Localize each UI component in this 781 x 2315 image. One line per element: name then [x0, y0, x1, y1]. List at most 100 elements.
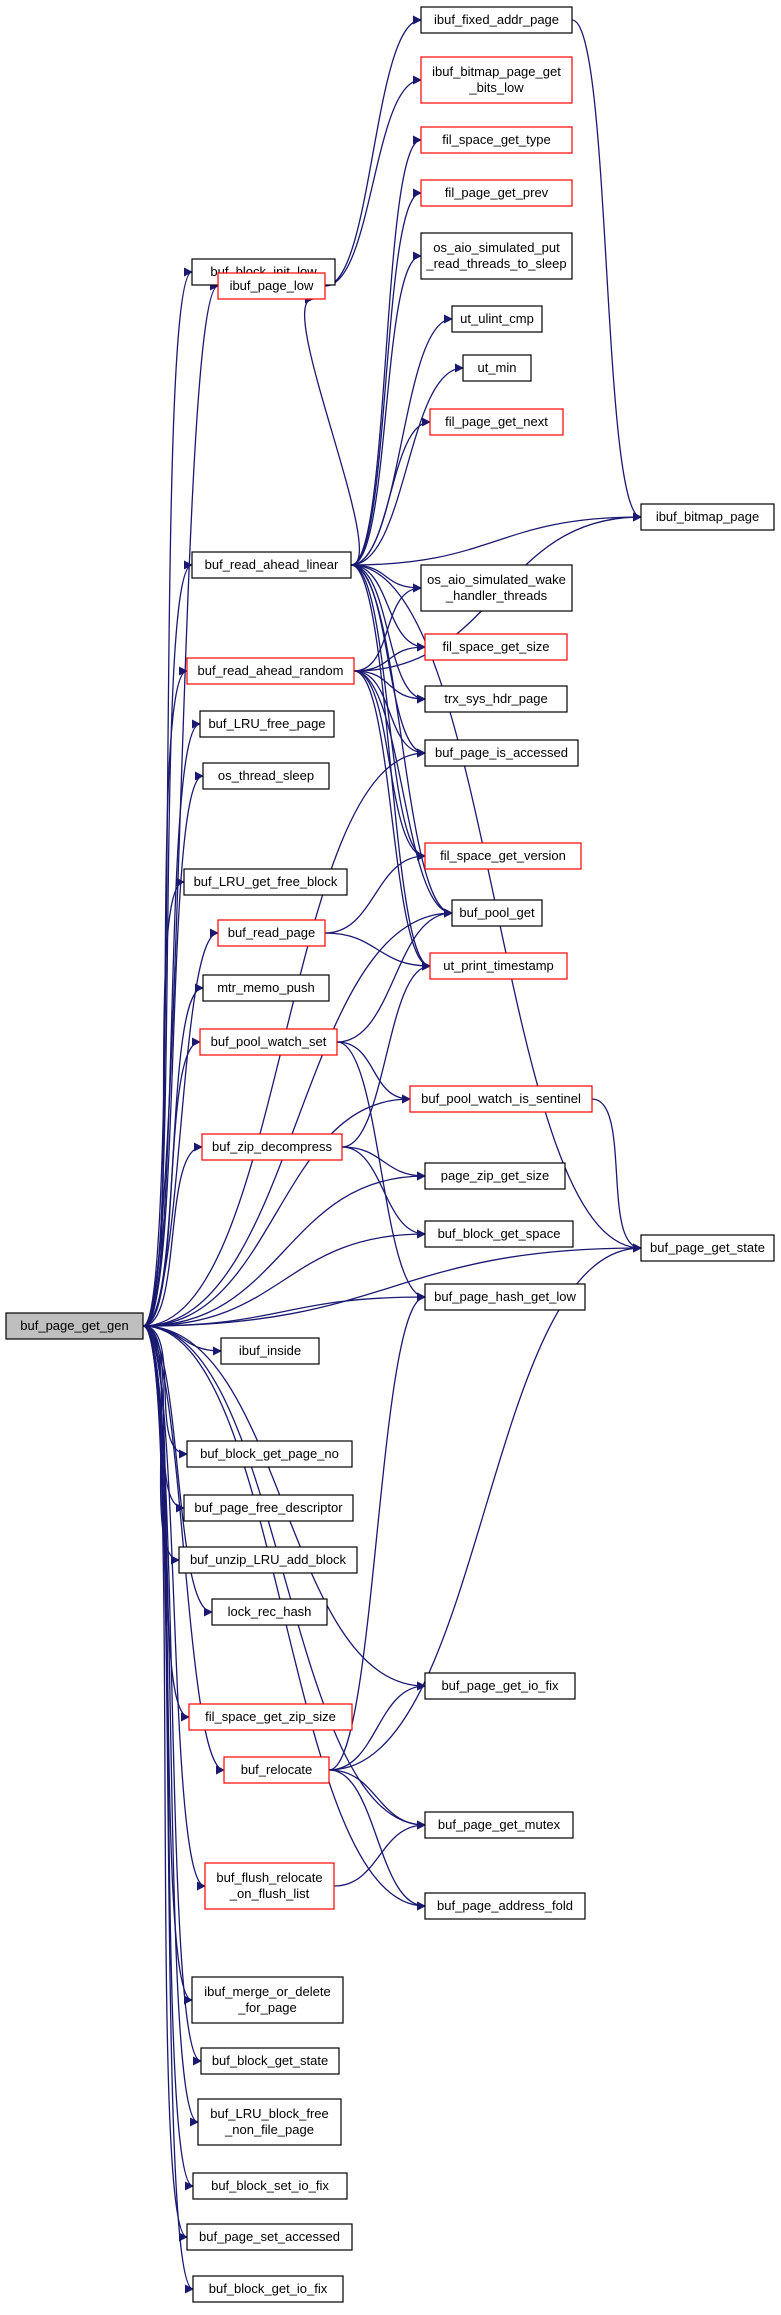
node-buf-page-set-accessed[interactable]: buf_page_set_accessed	[186, 2223, 353, 2251]
node-box[interactable]	[183, 868, 348, 896]
node-mtr-memo-push[interactable]: mtr_memo_push	[202, 974, 330, 1002]
node-trx-sys-hdr-page[interactable]: trx_sys_hdr_page	[424, 685, 568, 713]
node-buf-zip-decompress[interactable]: buf_zip_decompress	[201, 1133, 343, 1161]
call-edge-buf_relocate-to-buf_page_get_mutex	[328, 1769, 426, 1830]
node-box[interactable]	[204, 1862, 335, 1910]
node-box[interactable]	[429, 952, 568, 980]
node-box[interactable]	[188, 1703, 353, 1731]
node-fil-page-get-prev[interactable]: fil_page_get_prev	[420, 179, 573, 207]
node-box[interactable]	[420, 232, 573, 280]
node-buf-page-get-mutex[interactable]: buf_page_get_mutex	[424, 1811, 574, 1839]
node-box[interactable]	[451, 899, 543, 927]
node-box[interactable]	[420, 56, 573, 104]
node-box[interactable]	[202, 974, 330, 1002]
node-os-thread-sleep[interactable]: os_thread_sleep	[202, 762, 330, 790]
node-buf-block-set-io-fix[interactable]: buf_block_set_io_fix	[192, 2172, 348, 2200]
node-buf-pool-get[interactable]: buf_pool_get	[451, 899, 543, 927]
node-box[interactable]	[191, 551, 352, 579]
node-fil-space-get-size[interactable]: fil_space_get_size	[424, 633, 568, 661]
node-os-aio-simulated-wake-handler-threads[interactable]: os_aio_simulated_wake_handler_threads	[420, 564, 573, 612]
node-box[interactable]	[202, 762, 330, 790]
node-buf-block-get-page-no[interactable]: buf_block_get_page_no	[186, 1440, 353, 1468]
node-buf-block-get-io-fix[interactable]: buf_block_get_io_fix	[192, 2275, 344, 2303]
node-box[interactable]	[420, 564, 573, 612]
node-box[interactable]	[186, 2223, 353, 2251]
node-box[interactable]	[424, 842, 582, 870]
node-buf-page-hash-get-low[interactable]: buf_page_hash_get_low	[424, 1283, 586, 1311]
node-os-aio-simulated-put-read-threads-to-sleep[interactable]: os_aio_simulated_put_read_threads_to_sle…	[420, 232, 573, 280]
node-buf-block-get-state[interactable]: buf_block_get_state	[200, 2047, 340, 2075]
node-buf-LRU-get-free-block[interactable]: buf_LRU_get_free_block	[183, 868, 348, 896]
node-box[interactable]	[640, 1234, 775, 1262]
node-buf-read-ahead-linear[interactable]: buf_read_ahead_linear	[191, 551, 352, 579]
node-ut-print-timestamp[interactable]: ut_print_timestamp	[429, 952, 568, 980]
node-box[interactable]	[199, 710, 335, 738]
node-box[interactable]	[451, 305, 543, 333]
node-buf-pool-watch-is-sentinel[interactable]: buf_pool_watch_is_sentinel	[409, 1085, 593, 1113]
node-box[interactable]	[223, 1756, 330, 1784]
node-buf-block-get-space[interactable]: buf_block_get_space	[424, 1220, 574, 1248]
node-box[interactable]	[429, 408, 564, 436]
node-box[interactable]	[199, 1028, 338, 1056]
node-box[interactable]	[191, 1976, 344, 2024]
node-fil-space-get-version[interactable]: fil_space_get_version	[424, 842, 582, 870]
node-page-zip-get-size[interactable]: page_zip_get_size	[424, 1162, 566, 1190]
node-ibuf-inside[interactable]: ibuf_inside	[220, 1337, 320, 1365]
node-box[interactable]	[220, 1337, 320, 1365]
node-buf-page-get-state[interactable]: buf_page_get_state	[640, 1234, 775, 1262]
node-buf-flush-relocate-on-flush-list[interactable]: buf_flush_relocate_on_flush_list	[204, 1862, 335, 1910]
node-box[interactable]	[420, 126, 573, 154]
node-box[interactable]	[178, 1546, 358, 1574]
node-ibuf-bitmap-page[interactable]: ibuf_bitmap_page	[640, 503, 775, 531]
node-lock-rec-hash[interactable]: lock_rec_hash	[211, 1598, 328, 1626]
node-fil-page-get-next[interactable]: fil_page_get_next	[429, 408, 564, 436]
node-buf-page-address-fold[interactable]: buf_page_address_fold	[424, 1892, 586, 1920]
node-ibuf-bitmap-page-get-bits-low[interactable]: ibuf_bitmap_page_get_bits_low	[420, 56, 573, 104]
node-box[interactable]	[420, 179, 573, 207]
node-buf-read-ahead-random[interactable]: buf_read_ahead_random	[186, 657, 355, 685]
node-buf-pool-watch-set[interactable]: buf_pool_watch_set	[199, 1028, 338, 1056]
node-box[interactable]	[424, 1892, 586, 1920]
node-ibuf-page-low[interactable]: ibuf_page_low	[217, 272, 326, 300]
node-box[interactable]	[200, 2047, 340, 2075]
node-box[interactable]	[640, 503, 775, 531]
node-box[interactable]	[424, 1162, 566, 1190]
node-box[interactable]	[424, 1672, 576, 1700]
node-box[interactable]	[211, 1598, 328, 1626]
node-box[interactable]	[217, 272, 326, 300]
node-box[interactable]	[424, 1811, 574, 1839]
node-box[interactable]	[217, 919, 326, 947]
node-box[interactable]	[183, 1494, 354, 1522]
node-box[interactable]	[192, 2172, 348, 2200]
node-buf-page-free-descriptor[interactable]: buf_page_free_descriptor	[183, 1494, 354, 1522]
node-ibuf-merge-or-delete-for-page[interactable]: ibuf_merge_or_delete_for_page	[191, 1976, 344, 2024]
node-fil-space-get-zip-size[interactable]: fil_space_get_zip_size	[188, 1703, 353, 1731]
node-box[interactable]	[197, 2098, 342, 2146]
node-fil-space-get-type[interactable]: fil_space_get_type	[420, 126, 573, 154]
node-label: _non_file_page	[224, 2122, 314, 2137]
node-box[interactable]	[424, 1283, 586, 1311]
node-box[interactable]	[186, 1440, 353, 1468]
node-buf-unzip-LRU-add-block[interactable]: buf_unzip_LRU_add_block	[178, 1546, 358, 1574]
node-buf-page-is-accessed[interactable]: buf_page_is_accessed	[424, 739, 579, 767]
node-buf-LRU-block-free-non-file-page[interactable]: buf_LRU_block_free_non_file_page	[197, 2098, 342, 2146]
node-ut-min[interactable]: ut_min	[462, 354, 532, 382]
node-buf-relocate[interactable]: buf_relocate	[223, 1756, 330, 1784]
node-box[interactable]	[462, 354, 532, 382]
node-box[interactable]	[420, 6, 573, 34]
node-box[interactable]	[201, 1133, 343, 1161]
node-box[interactable]	[192, 2275, 344, 2303]
node-box[interactable]	[424, 739, 579, 767]
node-buf-read-page[interactable]: buf_read_page	[217, 919, 326, 947]
node-box[interactable]	[186, 657, 355, 685]
node-ut-ulint-cmp[interactable]: ut_ulint_cmp	[451, 305, 543, 333]
node-box[interactable]	[424, 633, 568, 661]
node-buf-LRU-free-page[interactable]: buf_LRU_free_page	[199, 710, 335, 738]
node-box[interactable]	[424, 685, 568, 713]
node-box[interactable]	[5, 1312, 144, 1340]
node-ibuf-fixed-addr-page[interactable]: ibuf_fixed_addr_page	[420, 6, 573, 34]
node-box[interactable]	[424, 1220, 574, 1248]
node-buf-page-get-io-fix[interactable]: buf_page_get_io_fix	[424, 1672, 576, 1700]
node-buf-page-get-gen[interactable]: buf_page_get_gen	[5, 1312, 144, 1340]
node-box[interactable]	[409, 1085, 593, 1113]
